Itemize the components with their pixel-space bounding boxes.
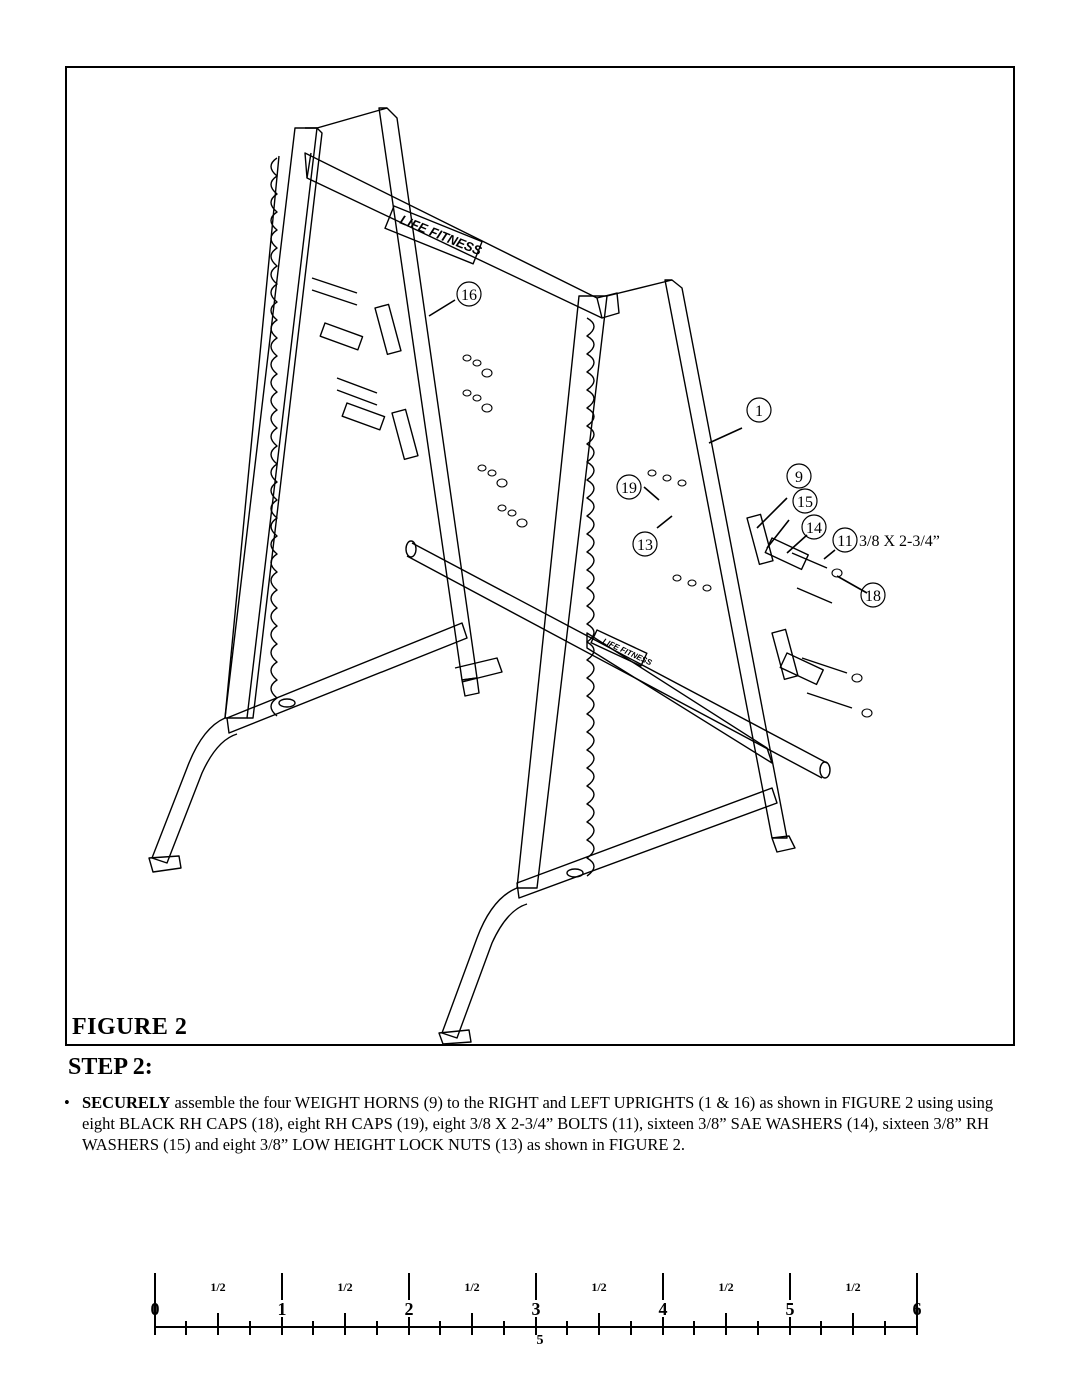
base-legs xyxy=(148,622,778,1044)
ruler-half-label: 1/2 xyxy=(337,1280,352,1294)
callout-14: 14 xyxy=(806,520,822,537)
figure-caption: FIGURE 2 xyxy=(72,1014,188,1040)
callout-1: 1 xyxy=(755,403,763,420)
assembly-diagram: 16 1 9 19 15 14 11 13 18 3/8 X 2-3/4” LI… xyxy=(148,107,940,1044)
ruler-number-3: 3 xyxy=(532,1299,541,1319)
ruler-half-label: 1/2 xyxy=(210,1280,225,1294)
horizontal-bar xyxy=(405,540,831,779)
left-upright xyxy=(224,107,503,719)
bolt-spec-label: 3/8 X 2-3/4” xyxy=(859,533,940,550)
callout-15: 15 xyxy=(797,494,813,511)
ruler-half-label: 1/2 xyxy=(464,1280,479,1294)
instruction-emphasis: SECURELY xyxy=(82,1093,171,1112)
callout-9: 9 xyxy=(795,469,803,486)
hardware-washers xyxy=(462,354,873,718)
callout-18: 18 xyxy=(865,588,881,605)
ruler-half-label: 1/2 xyxy=(845,1280,860,1294)
callout-13: 13 xyxy=(637,537,653,554)
ruler-number-0: 0 xyxy=(151,1299,160,1319)
instruction-item: SECURELY assemble the four WEIGHT HORNS … xyxy=(60,1092,1020,1155)
figure-frame: 16 1 9 19 15 14 11 13 18 3/8 X 2-3/4” LI… xyxy=(65,66,1015,1046)
instruction-text: assemble the four WEIGHT HORNS (9) to th… xyxy=(82,1093,994,1154)
instruction-list: SECURELY assemble the four WEIGHT HORNS … xyxy=(60,1092,1020,1155)
ruler-number-1: 1 xyxy=(278,1299,287,1319)
ruler-number-2: 2 xyxy=(405,1299,414,1319)
ruler-half-label: 1/2 xyxy=(591,1280,606,1294)
inch-ruler: 1/2 1/2 1/2 1/2 1/2 1/2 0 1 2 3 4 5 6 xyxy=(151,1273,922,1335)
ruler-number-5: 5 xyxy=(786,1299,795,1319)
right-upright xyxy=(516,279,796,889)
step-heading: STEP 2: xyxy=(68,1054,153,1080)
ruler-number-4: 4 xyxy=(659,1299,668,1319)
weight-horns-right xyxy=(746,513,853,709)
callout-11: 11 xyxy=(837,533,852,550)
weight-horns-left xyxy=(311,277,419,461)
ruler-half-label: 1/2 xyxy=(718,1280,733,1294)
lower-crossbar xyxy=(586,629,773,764)
callout-19: 19 xyxy=(621,480,637,497)
page-number: 5 xyxy=(536,1333,544,1348)
callout-circles xyxy=(456,281,886,608)
callout-16: 16 xyxy=(461,287,477,304)
ruler-number-6: 6 xyxy=(913,1299,922,1319)
